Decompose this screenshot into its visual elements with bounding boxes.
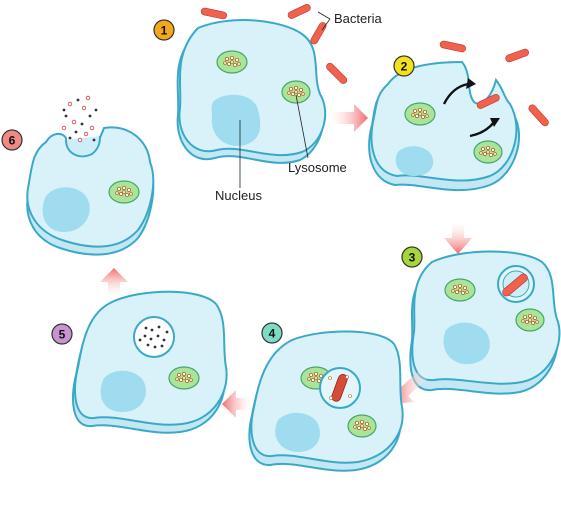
bacterium: [439, 40, 466, 53]
expelled-debris: [61, 95, 98, 143]
step-number: 3: [409, 251, 416, 265]
engulf-arrow: [469, 121, 495, 138]
cell-6-exocytosis-pocket: [65, 135, 101, 158]
step-number: 2: [401, 60, 408, 74]
cell-3-nucleus: [443, 322, 490, 365]
cell-6-nucleus: [42, 187, 90, 232]
bacterium: [502, 273, 528, 297]
flow-arrow-5-6: [100, 268, 128, 296]
step-badge-3: 3: [401, 246, 423, 268]
cell-5-residual-body: [133, 316, 175, 358]
bacteria-callout: Bacteria: [317, 11, 382, 31]
cell-4-nucleus: [275, 412, 320, 452]
step-number: 5: [59, 328, 66, 342]
cell-1-nucleus: [211, 94, 261, 146]
lysosome-label: Lysosome: [288, 160, 347, 175]
cell-4: [248, 330, 404, 472]
bacterium: [287, 4, 311, 19]
step-number: 4: [269, 327, 276, 341]
step-number: 1: [161, 24, 168, 38]
bacteria-group-1: [200, 4, 348, 84]
nucleus-label: Nucleus: [215, 188, 262, 203]
bacterium: [505, 48, 529, 63]
flow-arrow-4-5: [222, 390, 252, 418]
nucleus-callout: Nucleus: [215, 120, 262, 203]
cell-3: [409, 250, 561, 395]
step-number: 6: [9, 134, 16, 148]
bacteria-group-2: [439, 40, 549, 127]
step-badge-2: 2: [393, 55, 415, 77]
flow-arrow-1-2: [330, 104, 368, 132]
step-badge-1: 1: [153, 19, 175, 41]
engulf-arrow: [442, 82, 469, 105]
cell-2: [368, 60, 521, 192]
lysosome-callout: Lysosome: [288, 94, 347, 175]
step-badge-6: 6: [1, 129, 23, 151]
bacterium: [528, 104, 549, 127]
residual-debris: [138, 325, 169, 349]
bacterium: [476, 94, 500, 109]
cell-5: [72, 290, 228, 434]
cell-1: [176, 19, 327, 164]
bacterium-digesting: [331, 374, 348, 402]
cell-6: [26, 95, 155, 256]
bacterium: [326, 62, 348, 84]
cell-5-nucleus: [100, 370, 146, 412]
flow-arrow-2-3: [444, 222, 472, 254]
cell-2-nucleus: [395, 146, 434, 176]
bacterium: [310, 22, 327, 45]
step-badge-5: 5: [51, 323, 73, 345]
step-badge-4: 4: [261, 322, 283, 344]
bacterium: [200, 7, 227, 20]
bacteria-label: Bacteria: [334, 11, 382, 26]
